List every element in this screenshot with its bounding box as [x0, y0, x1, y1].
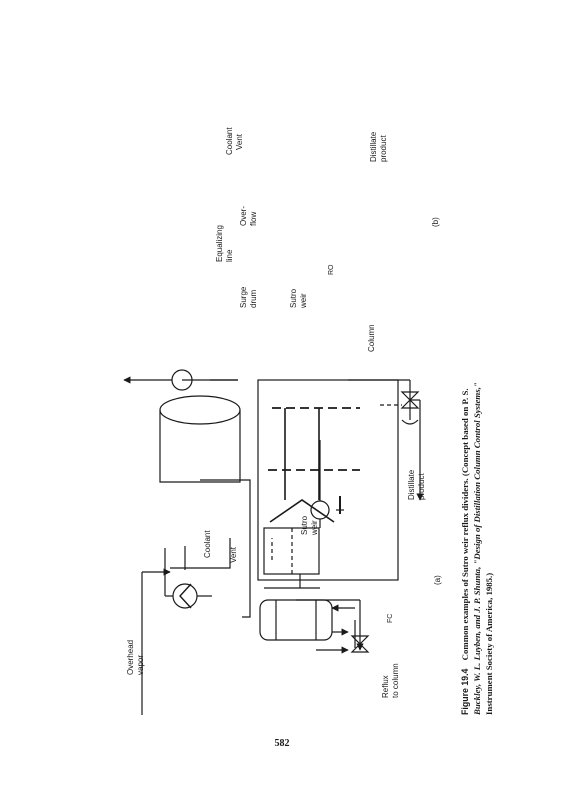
label-vent-b: Vent	[235, 133, 244, 150]
label-reflux-1: Reflux	[381, 675, 390, 698]
label-overflow-1: Over-	[239, 206, 248, 226]
caption-line-1: Figure 19.4 Common examples of Sutro wei…	[460, 388, 470, 715]
column	[159, 410, 241, 483]
label-sutro-weir-b-2: weir	[299, 293, 308, 309]
panel-a	[123, 369, 424, 715]
control-valve-b-icon	[350, 635, 370, 653]
control-valve-a-icon	[400, 391, 420, 409]
label-distillate-b-1: Distillate	[369, 131, 378, 162]
caption-line-2: Buckley, W. L. Luyben, and J. P. Shunta,…	[472, 382, 482, 716]
label-distillate-a-2: product	[417, 473, 426, 500]
ro-orifice	[310, 500, 330, 520]
label-surge-drum-2: drum	[249, 289, 258, 308]
caption-line-3: Instrument Society of America, 1985.)	[484, 573, 494, 715]
label-overflow-2: flow	[249, 212, 258, 226]
label-equalizing-1: Equalizing	[215, 225, 224, 262]
label-column: Column	[367, 324, 376, 352]
page-number: 582	[274, 738, 290, 749]
vent-a-line	[170, 538, 231, 569]
label-sutro-weir-a-2: weir	[310, 520, 319, 536]
label-distillate-b-2: product	[379, 135, 388, 162]
panel-b	[159, 395, 370, 654]
label-distillate-a-1: Distillate	[407, 469, 416, 500]
label-panel-a: (a)	[433, 575, 442, 585]
label-panel-b: (b)	[431, 217, 440, 227]
label-fc: FC	[387, 614, 394, 623]
label-reflux-2: to column	[391, 663, 400, 698]
label-surge-drum-1: Surge	[239, 286, 248, 308]
label-coolant-b: Coolant	[225, 127, 234, 155]
label-sutro-weir-b-1: Sutro	[289, 288, 298, 308]
label-coolant-a: Coolant	[203, 530, 212, 558]
label-vent-a: Vent	[229, 546, 238, 563]
condenser-a-icon	[172, 583, 198, 609]
label-equalizing-2: line	[225, 249, 234, 262]
label-sutro-weir-a-1: Sutro	[300, 515, 309, 535]
divider-box-a	[257, 379, 399, 581]
label-overhead-vapor-1: Overhead	[126, 640, 135, 675]
label-overhead-vapor-2: vapor	[136, 655, 145, 675]
condenser-b	[259, 599, 333, 641]
label-ro: RO	[328, 264, 335, 275]
